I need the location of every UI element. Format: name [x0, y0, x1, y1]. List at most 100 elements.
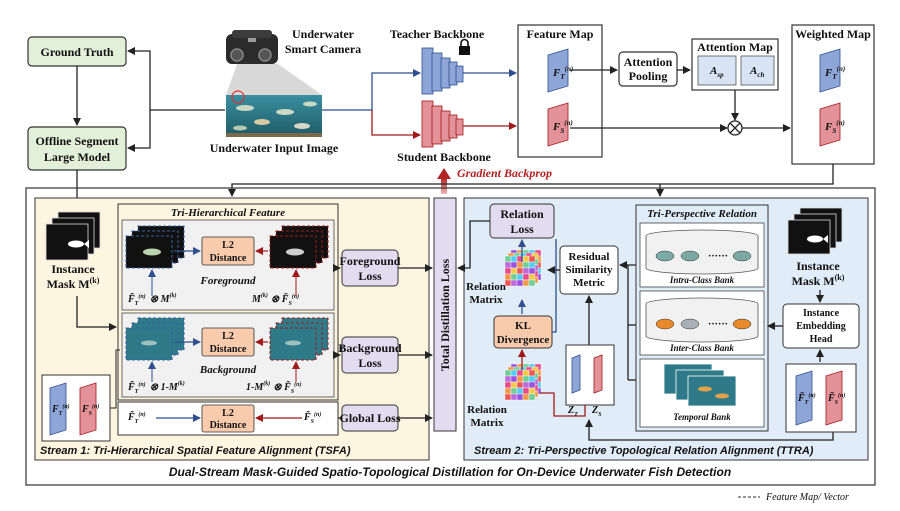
matrix-cell — [504, 387, 512, 395]
foreground-loss-box: Foreground Loss — [340, 249, 401, 287]
svg-text:Relation: Relation — [466, 281, 506, 293]
svg-text:Temporal Bank: Temporal Bank — [673, 412, 731, 422]
main-caption: Dual-Stream Mask-Guided Spatio-Topologic… — [169, 465, 731, 479]
offline-segment-line1: Offline Segment — [36, 134, 119, 148]
svg-text:M(k)⊗ F̃S(n): M(k)⊗ F̃S(n) — [251, 292, 299, 307]
embedding-head-box: Instance Embedding Head — [782, 303, 860, 349]
matrix-cell — [528, 261, 536, 269]
matrix-cell — [510, 369, 518, 377]
residual-metric-box: Residual Similarity Metric — [559, 245, 619, 295]
matrix-cell — [528, 375, 536, 383]
svg-text:F̃S(n): F̃S(n) — [827, 391, 845, 406]
student-backbone-icon — [421, 100, 464, 148]
background-row: L2 Distance Background F̃T(n)⊗ 1-M(k) 1-… — [121, 312, 335, 398]
svg-text:Matrix: Matrix — [470, 294, 503, 306]
attention-map-box: Attention Map Asp Ach — [691, 38, 779, 91]
matrix-cell — [528, 393, 536, 401]
svg-text:Mask M(k): Mask M(k) — [47, 276, 100, 291]
main-frame — [25, 187, 876, 486]
tri-persp-box — [635, 204, 769, 432]
matrix-cell — [504, 255, 512, 263]
stream1-instance-mask — [45, 211, 101, 261]
svg-text:Loss: Loss — [358, 356, 382, 370]
background-loss-box: Background Loss — [338, 336, 402, 374]
feature-map-student: FS(n) — [547, 102, 573, 147]
multiply-icon — [727, 120, 743, 136]
matrix-cell — [510, 393, 518, 401]
svg-text:Distance: Distance — [210, 253, 247, 264]
svg-text:Metric: Metric — [573, 277, 605, 289]
matrix-cell — [504, 369, 512, 377]
matrix-cell — [504, 279, 512, 287]
gradient-backprop-label: Gradient Backprop — [457, 166, 552, 180]
ground-truth-label: Ground Truth — [40, 45, 113, 59]
svg-text:KL: KL — [515, 320, 531, 332]
stream2-feature-pair: F̃T(n) F̃S(n) — [785, 363, 857, 433]
legend-label: Feature Map/ Vector — [765, 492, 849, 503]
matrix-cell — [516, 393, 524, 401]
svg-text:FS(n): FS(n) — [81, 403, 99, 417]
svg-text:Divergence: Divergence — [497, 334, 550, 346]
svg-text:FT(n): FT(n) — [552, 65, 573, 81]
relation-matrix-bottom — [504, 363, 542, 401]
relation-matrix-top — [504, 249, 542, 287]
teacher-backbone-label: Teacher Backbone — [390, 27, 485, 41]
offline-segment-line2: Large Model — [44, 150, 111, 164]
matrix-cell — [522, 387, 530, 395]
matrix-cell — [528, 279, 536, 287]
svg-text:Head: Head — [810, 334, 833, 345]
svg-text:Distance: Distance — [210, 344, 247, 355]
matrix-cell — [504, 261, 512, 269]
a-sp-label: Asp — [709, 65, 724, 79]
svg-text:F̃T(n): F̃T(n) — [797, 391, 816, 406]
underwater-input-image — [226, 90, 322, 137]
relation-loss-to-total-arrow — [457, 220, 490, 272]
tri-persp-title: Tri-Perspective Relation — [647, 208, 757, 220]
svg-text:Instance: Instance — [796, 259, 840, 273]
mask-to-background-arrow — [76, 296, 117, 331]
matrix-cell — [516, 381, 524, 389]
foreground-label: Foreground — [199, 275, 256, 287]
svg-text:Matrix: Matrix — [471, 417, 504, 429]
matrix-cell — [510, 279, 518, 287]
matrix-cell — [510, 381, 518, 389]
teacher-backbone-icon — [421, 47, 464, 95]
svg-text:Similarity: Similarity — [565, 264, 613, 276]
matrix-cell — [528, 381, 536, 389]
svg-text:ZT: ZT — [567, 405, 578, 418]
matrix-cell — [528, 255, 536, 263]
matrix-cell — [522, 261, 530, 269]
svg-text:FS(n): FS(n) — [552, 119, 573, 135]
svg-text:Loss: Loss — [510, 222, 534, 236]
total-loss-bar: Total Distillation Loss — [433, 197, 457, 432]
svg-text:Residual: Residual — [569, 251, 610, 263]
image-to-student-arrow — [371, 110, 421, 139]
background-label: Background — [199, 364, 257, 376]
svg-text:Inter-Class Bank: Inter-Class Bank — [669, 343, 734, 353]
matrix-cell — [516, 267, 524, 275]
camera-label-line1: Underwater — [292, 27, 355, 41]
svg-text:L2: L2 — [222, 331, 234, 342]
image-to-teacher-arrow — [322, 69, 421, 111]
svg-text:L2: L2 — [222, 408, 234, 419]
weighted-map-title: Weighted Map — [795, 27, 871, 41]
matrix-cell — [516, 369, 524, 377]
global-loss-box: Global Loss — [339, 404, 401, 432]
matrix-cell — [522, 255, 530, 263]
stream1-title: Stream 1: Tri-Hierarchical Spatial Featu… — [40, 445, 351, 457]
svg-text:Pooling: Pooling — [629, 69, 668, 83]
global-row: F̃T(n) F̃S(n) L2 Distance — [117, 401, 339, 436]
svg-text:Instance: Instance — [803, 308, 840, 319]
matrix-cell — [504, 267, 512, 275]
ground-truth-box: Ground Truth — [27, 36, 127, 67]
svg-text:Loss: Loss — [358, 269, 382, 283]
svg-text:ZS: ZS — [591, 405, 602, 418]
foreground-row: L2 Distance Foreground F̃T(n)⊗ M(k) M(k)… — [121, 219, 335, 311]
attention-map-title: Attention Map — [697, 40, 773, 54]
svg-text:······: ······ — [708, 251, 728, 262]
svg-text:Intra-Class Bank: Intra-Class Bank — [669, 275, 735, 285]
matrix-cell — [516, 261, 524, 269]
svg-text:F̃S(n): F̃S(n) — [303, 410, 321, 425]
svg-text:Embedding: Embedding — [796, 321, 845, 332]
matrix-cell — [504, 273, 512, 281]
